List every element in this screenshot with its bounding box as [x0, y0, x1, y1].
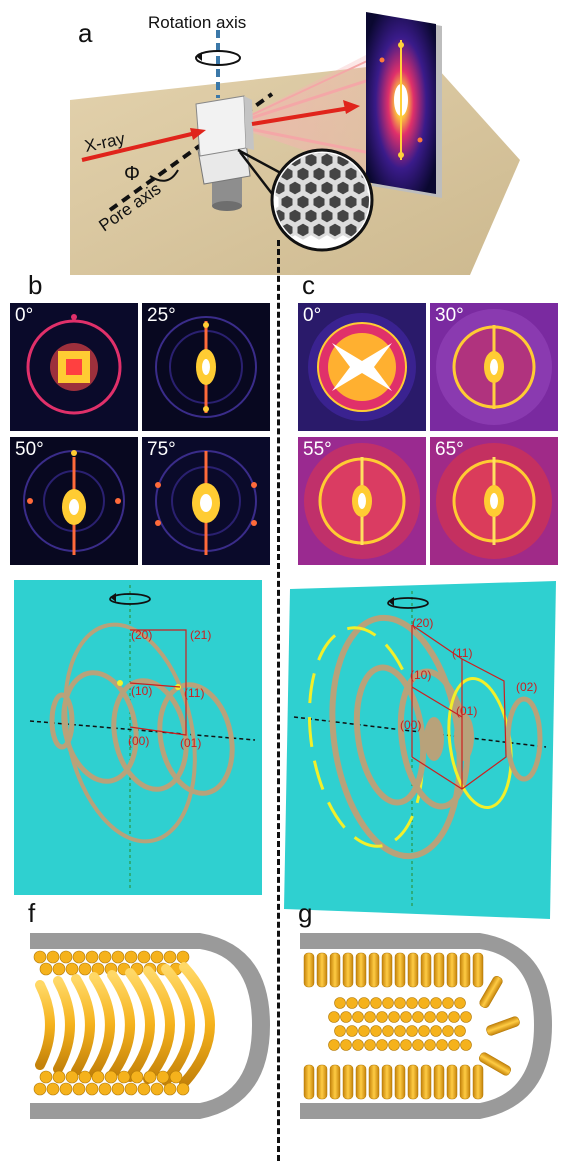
- pattern-b-25-angle: 25°: [147, 305, 176, 326]
- panel-f-cylinder-ends-bottom: [33, 1070, 190, 1096]
- pattern-b-0: 0°: [10, 303, 138, 431]
- panel-d-reciprocal-space: (20) (21) (10) (11) (00) (01): [14, 580, 262, 895]
- panel-f-cylinder-ends-top: [33, 950, 190, 976]
- pattern-b-50: 50°: [10, 437, 138, 565]
- xray-beam: [81, 130, 201, 162]
- pattern-c-65: 65°: [430, 437, 558, 565]
- panel-e-index-00: (00): [400, 718, 421, 732]
- pattern-c-55-angle: 55°: [303, 439, 332, 460]
- panel-b-letter: b: [28, 270, 43, 300]
- rotation-arrow-icon: [195, 50, 241, 66]
- panel-g-cylinders-bottom: [303, 1064, 484, 1100]
- panel-e-index-11: (11): [452, 646, 472, 660]
- panel-d-index-21: (21): [190, 628, 211, 642]
- panel-g-cylinder-ends-middle: [328, 997, 472, 1051]
- panel-e-plane: [284, 581, 556, 919]
- pattern-c-30-angle: 30°: [435, 305, 464, 326]
- rotation-axis-label: Rotation axis: [148, 13, 246, 32]
- honeycomb-zoom: [270, 148, 374, 252]
- pattern-c-0-angle: 0°: [303, 305, 322, 326]
- pattern-b-50-angle: 50°: [15, 439, 44, 460]
- panel-e-rotation-icon: [387, 597, 429, 609]
- panel-divider: [277, 240, 280, 1161]
- panel-d-rotation-icon: [109, 593, 151, 605]
- panel-d-index-20: (20): [131, 628, 152, 642]
- panel-d-index-01: (01): [180, 736, 201, 750]
- panel-d-index-11: (11): [184, 686, 204, 700]
- pattern-b-25: 25°: [142, 303, 270, 431]
- panel-f-pore-model: [30, 933, 270, 1119]
- panel-g-letter: g: [298, 898, 313, 928]
- pattern-b-75-angle: 75°: [147, 439, 176, 460]
- panel-e-index-20: (20): [412, 616, 433, 630]
- panel-e-index-02: (02): [516, 680, 537, 694]
- sample-holder: [195, 95, 254, 211]
- panel-e-reciprocal-space: (20) (11) (10) (02) (01) (00): [284, 581, 556, 919]
- panel-d-index-00: (00): [128, 734, 149, 748]
- panel-g-pore-model: [300, 933, 552, 1119]
- pattern-c-65-angle: 65°: [435, 439, 464, 460]
- panel-c-letter: c: [302, 270, 315, 300]
- detector-screen: [366, 12, 442, 198]
- panel-a-setup-illustration: Rotation axis Pore axis X-ray Φ: [70, 12, 520, 275]
- panel-d-index-10: (10): [131, 684, 152, 698]
- pattern-c-0: 0°: [298, 303, 426, 431]
- pattern-c-30: 30°: [430, 303, 558, 431]
- panel-e-index-01: (01): [456, 704, 477, 718]
- panel-a-letter: a: [78, 18, 93, 48]
- pattern-c-55: 55°: [298, 437, 426, 565]
- panel-g-cylinders-top: [303, 952, 484, 988]
- pattern-b-75: 75°: [142, 437, 270, 565]
- pattern-b-0-angle: 0°: [15, 305, 34, 326]
- panel-f-letter: f: [28, 898, 36, 928]
- panel-e-index-10: (10): [410, 668, 431, 682]
- phi-label: Φ: [124, 163, 140, 185]
